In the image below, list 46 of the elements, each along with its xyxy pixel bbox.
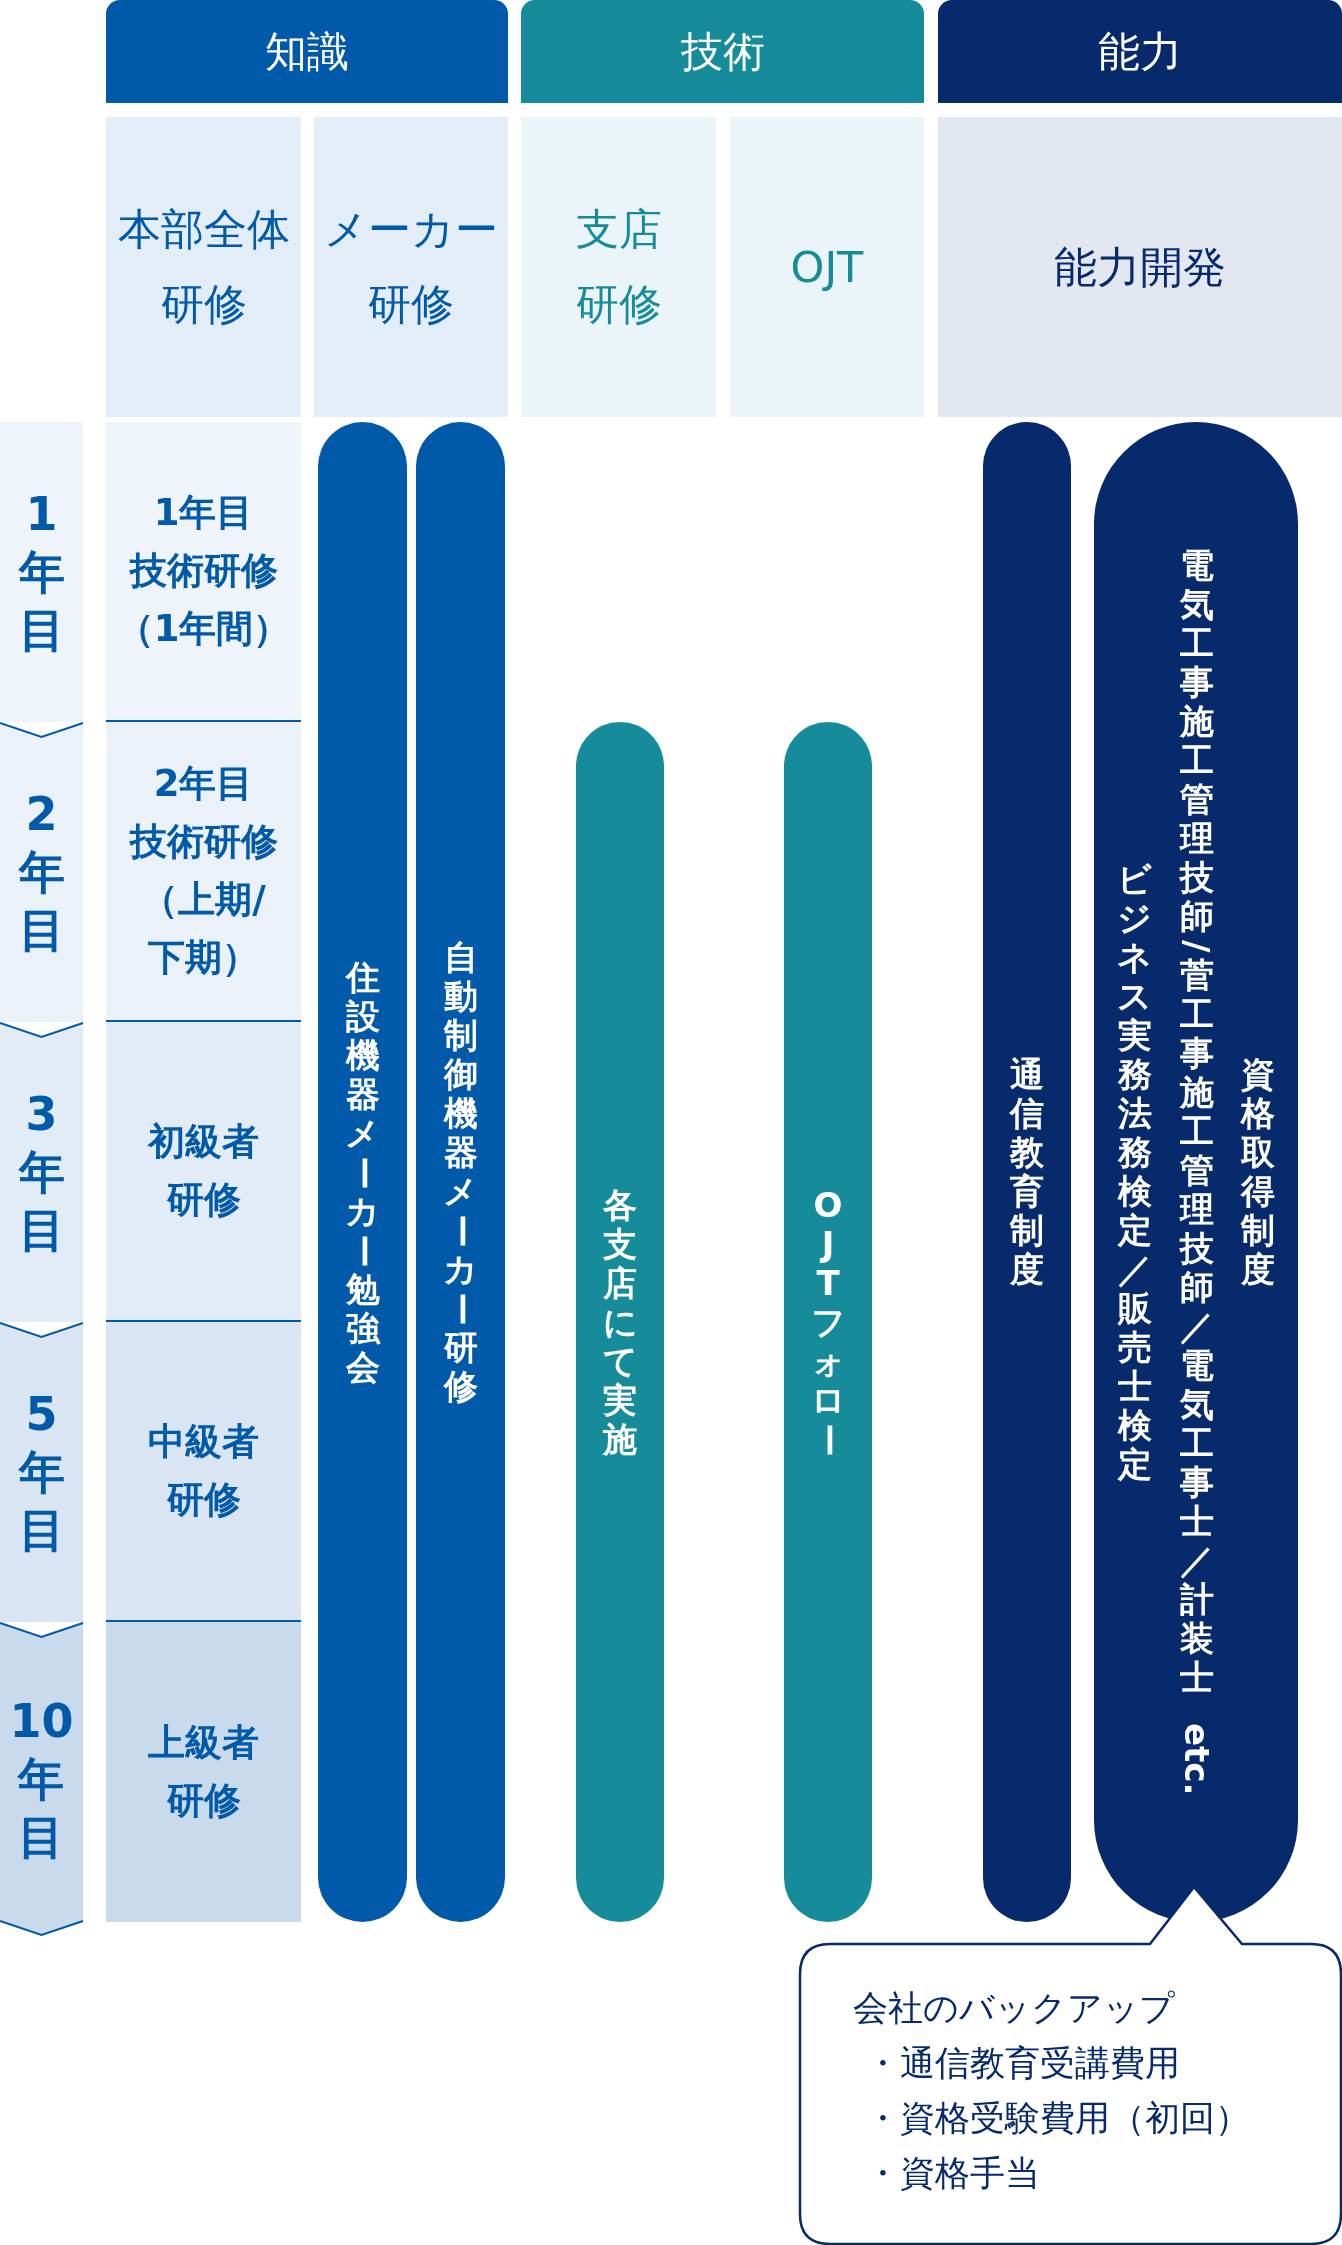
column-title: 能力開発 xyxy=(1054,240,1226,294)
course-label: 1年目技術研修（1年間） xyxy=(116,490,291,652)
category-header xyxy=(938,0,1342,103)
year-band xyxy=(0,722,83,1022)
column-header xyxy=(938,117,1342,417)
column-title: メーカー研修 xyxy=(324,203,498,331)
course-label: 中級者研修 xyxy=(148,1419,259,1523)
year-label: 3年目 xyxy=(18,1086,65,1259)
column-title: 支店研修 xyxy=(575,203,662,331)
category-header xyxy=(521,0,924,103)
column-title: OJT xyxy=(790,240,864,294)
program-label: 電気工事施工管理技師/菅工事施工管理技師／電気工事士／計装士 etc. xyxy=(1178,545,1215,1797)
category-title: 知識 xyxy=(265,25,349,78)
year-label: 2年目 xyxy=(18,786,65,959)
program-label: 自動制御機器メーカー研修 xyxy=(443,938,478,1406)
callout-item: ・資格手当 xyxy=(865,2152,1040,2195)
callout-item: ・資格受験費用（初回） xyxy=(865,2097,1250,2140)
course-panel xyxy=(106,1322,301,1622)
column-header xyxy=(106,117,301,417)
callout-item: ・通信教育受講費用 xyxy=(865,2042,1180,2085)
program-label: 通信教育制度 xyxy=(1010,1055,1044,1289)
program-label: 資格取得制度 xyxy=(1241,1055,1275,1289)
course-panel xyxy=(106,722,301,1022)
year-label: 5年目 xyxy=(18,1386,65,1559)
program-label: 各支店にて実施 xyxy=(602,1185,638,1459)
year-label: 1年目 xyxy=(18,486,65,659)
course-panel xyxy=(106,1622,301,1922)
course-label: 2年目技術研修（上期/下期） xyxy=(129,761,278,981)
program-label: ビジネス実務法務検定／販売士検定 xyxy=(1117,860,1152,1484)
year-band xyxy=(0,1622,83,1936)
column-title: 本部全体研修 xyxy=(117,203,290,331)
category-title: 技術 xyxy=(680,25,765,78)
year-label: 10年目 xyxy=(9,1693,74,1866)
category-header xyxy=(106,0,508,103)
year-band xyxy=(0,1022,83,1322)
year-band xyxy=(0,422,83,722)
program-label: 住設機器メーカー勉強会 xyxy=(345,957,380,1387)
course-label: 初級者研修 xyxy=(148,1119,259,1223)
course-panel xyxy=(106,1022,301,1322)
program-label: OJTフォロー xyxy=(810,1185,846,1458)
year-band xyxy=(0,1322,83,1622)
callout-heading: 会社のバックアップ xyxy=(853,1987,1175,2030)
category-title: 能力 xyxy=(1098,25,1182,78)
course-label: 上級者研修 xyxy=(148,1720,259,1824)
column-header xyxy=(314,117,508,417)
course-panel xyxy=(106,422,301,722)
